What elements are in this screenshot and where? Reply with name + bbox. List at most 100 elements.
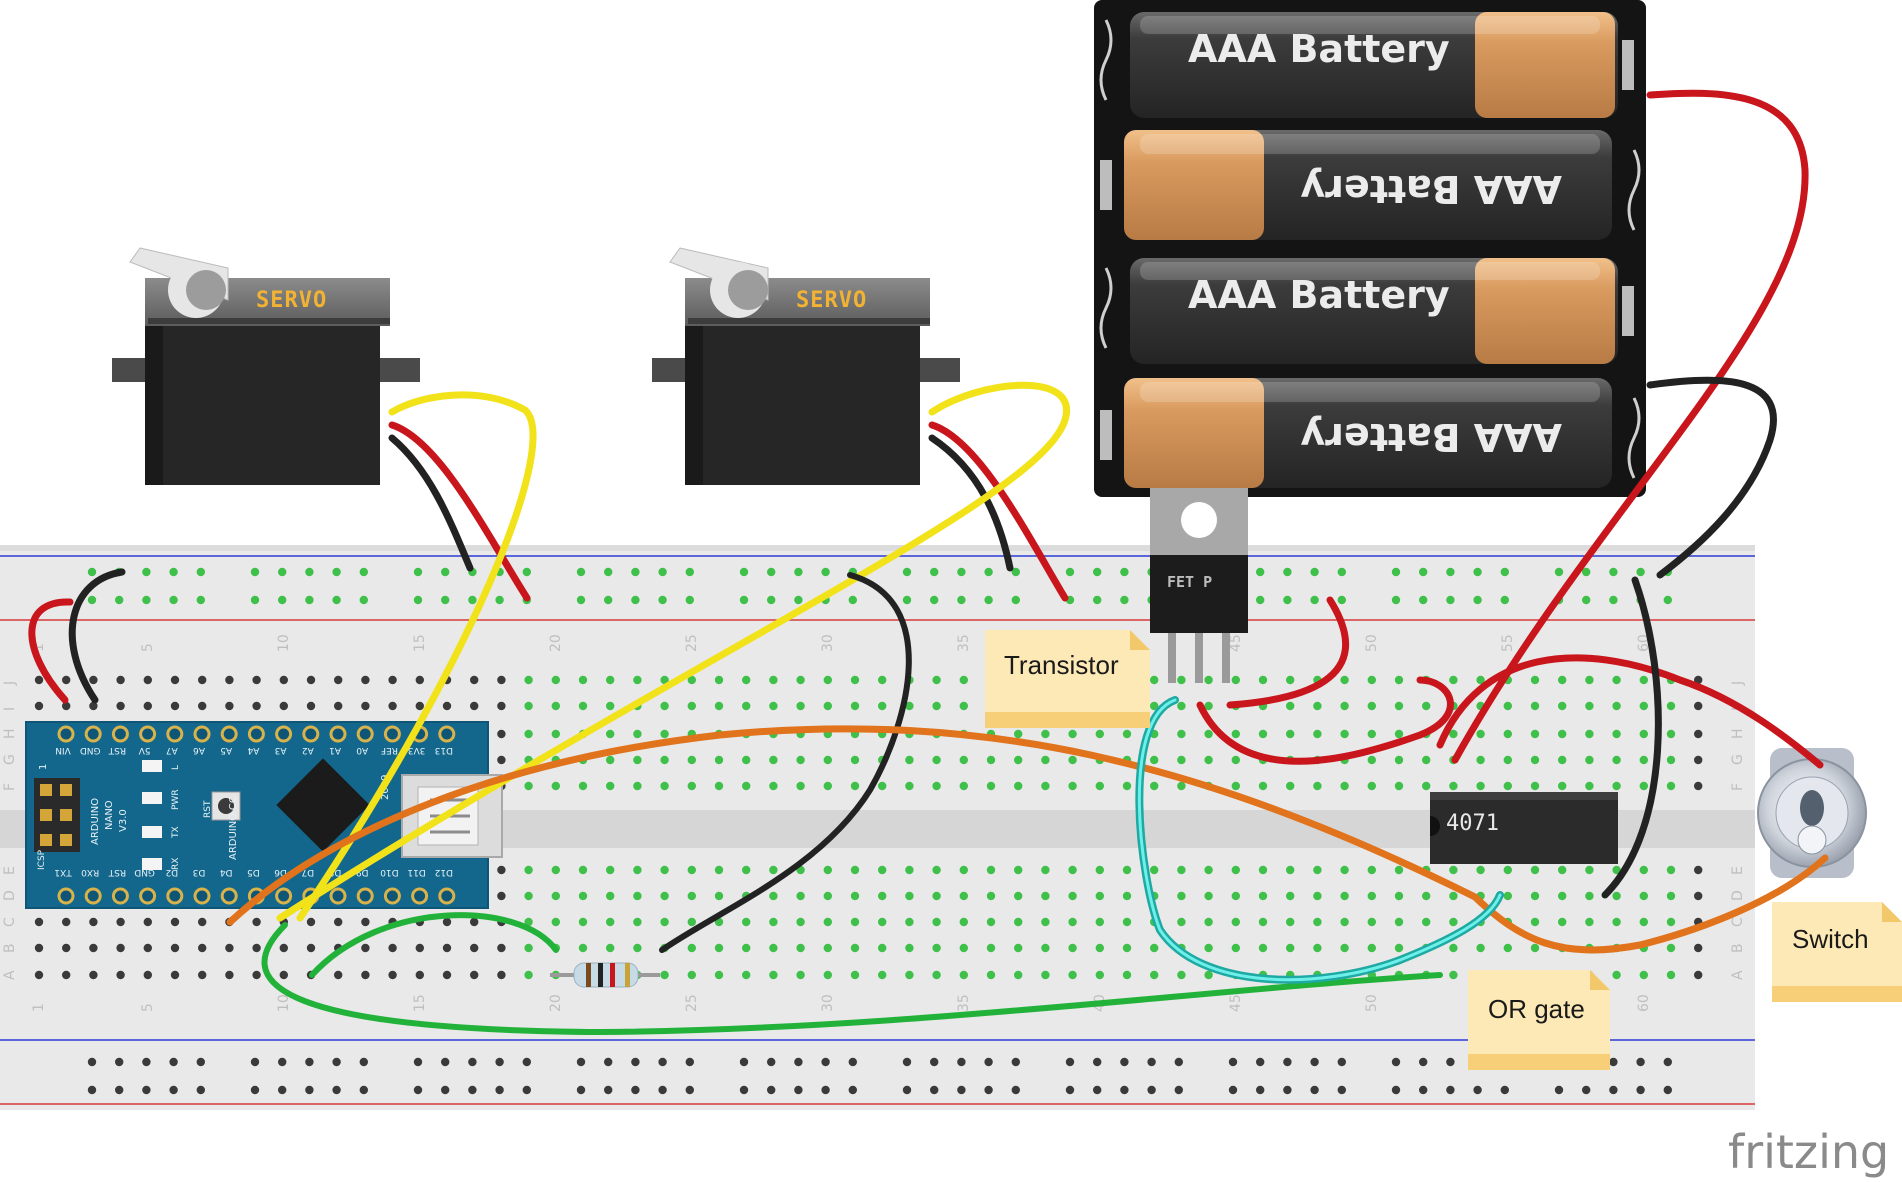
breadboard-hole	[850, 781, 860, 791]
breadboard-hole	[1694, 701, 1703, 711]
breadboard-hole	[1367, 943, 1377, 953]
servo-right: SERVO	[652, 247, 960, 485]
breadboard-hole	[714, 891, 724, 901]
breadboard-hole	[116, 970, 125, 980]
nano-pin	[193, 725, 211, 743]
breadboard-hole	[1612, 729, 1621, 739]
breadboard-hole	[687, 891, 696, 901]
breadboard-hole	[1419, 1057, 1428, 1067]
nano-pin-label: A2	[302, 745, 314, 755]
breadboard-hole	[823, 943, 832, 953]
breadboard-hole	[1666, 781, 1676, 791]
breadboard-hole	[1694, 943, 1703, 953]
breadboard-hole	[1068, 781, 1077, 791]
breadboard-hole	[1120, 1057, 1129, 1067]
breadboard-hole	[1419, 567, 1428, 577]
nano-pin	[329, 887, 347, 905]
breadboard-hole	[932, 675, 941, 685]
column-number-top: 1	[31, 643, 47, 652]
nano-icsp: ICSP	[37, 849, 47, 870]
breadboard-hole	[34, 943, 44, 953]
breadboard-hole	[794, 567, 803, 577]
breadboard-hole	[442, 917, 452, 927]
breadboard-hole	[1609, 1057, 1618, 1067]
breadboard-hole	[142, 1057, 151, 1067]
row-letter: E	[1730, 866, 1746, 875]
breadboard-hole	[1283, 567, 1292, 577]
breadboard-hole	[1340, 943, 1349, 953]
breadboard-hole	[850, 891, 860, 901]
column-number-top: 55	[1500, 634, 1516, 652]
breadboard-hole	[767, 595, 776, 605]
breadboard-hole	[1694, 891, 1703, 901]
breadboard-hole	[1585, 755, 1594, 765]
breadboard-hole	[1095, 891, 1105, 901]
row-letter: F	[1730, 783, 1746, 791]
breadboard-hole	[89, 970, 98, 980]
breadboard-hole	[1014, 865, 1023, 875]
breadboard-hole	[279, 701, 288, 711]
breadboard-hole	[739, 1085, 749, 1095]
breadboard-hole	[633, 781, 642, 791]
breadboard-hole	[1122, 865, 1132, 875]
breadboard-hole	[522, 1057, 531, 1067]
nano-pin	[166, 887, 184, 905]
breadboard-hole	[1068, 943, 1077, 953]
breadboard-hole	[1609, 1085, 1618, 1095]
nano-pin	[84, 725, 102, 743]
breadboard-hole	[170, 917, 180, 927]
breadboard-hole	[415, 675, 424, 685]
breadboard-hole	[169, 567, 178, 577]
breadboard-hole	[1476, 755, 1485, 765]
breadboard-hole	[1095, 970, 1105, 980]
nano-pin	[275, 725, 293, 743]
column-number-top: 20	[548, 634, 564, 652]
breadboard-hole	[769, 755, 778, 765]
breadboard-hole	[1666, 917, 1676, 927]
breadboard-hole	[1639, 917, 1649, 927]
breadboard-hole	[1530, 701, 1540, 711]
breadboard-hole	[1422, 891, 1431, 901]
breadboard-hole	[1500, 595, 1510, 605]
breadboard-hole	[739, 595, 749, 605]
breadboard-hole	[796, 781, 805, 791]
wire-servo-left-black	[388, 434, 474, 572]
breadboard-hole	[769, 970, 778, 980]
breadboard-hole	[524, 891, 533, 901]
breadboard-hole	[578, 917, 588, 927]
breadboard-hole	[1663, 1057, 1673, 1067]
breadboard-hole	[1258, 729, 1268, 739]
breadboard-hole	[660, 729, 669, 739]
breadboard-hole	[1612, 781, 1621, 791]
breadboard-hole	[1340, 865, 1349, 875]
breadboard-hole	[658, 1085, 667, 1095]
nano-pin	[438, 887, 456, 905]
nano-pin-label: A4	[247, 745, 259, 755]
breadboard-hole	[687, 970, 696, 980]
breadboard-hole	[332, 595, 341, 605]
breadboard-hole	[1612, 755, 1621, 765]
column-number-bottom: 20	[548, 994, 564, 1012]
arduino-nano: ARDUINO NANO V3.0 ARDUINO.CC 2009 ICSP 1…	[25, 721, 503, 909]
breadboard-hole	[359, 1085, 368, 1095]
breadboard-hole	[1612, 701, 1621, 711]
breadboard-hole	[1065, 567, 1075, 577]
breadboard-hole	[1122, 917, 1132, 927]
breadboard-hole	[714, 781, 724, 791]
breadboard-hole	[1286, 729, 1295, 739]
row-letter: G	[1730, 754, 1746, 765]
breadboard-hole	[1554, 1085, 1564, 1095]
breadboard-hole	[1449, 943, 1458, 953]
nano-pin	[111, 887, 129, 905]
breadboard-hole	[551, 891, 560, 901]
breadboard-hole	[1422, 917, 1431, 927]
row-letter: H	[1730, 728, 1746, 739]
breadboard-hole	[1476, 781, 1485, 791]
breadboard-hole	[1503, 781, 1513, 791]
breadboard-hole	[497, 755, 506, 765]
breadboard-hole	[1122, 891, 1132, 901]
breadboard-hole	[932, 970, 941, 980]
breadboard-hole	[986, 970, 996, 980]
breadboard-hole	[1014, 729, 1023, 739]
nano-pin-label: GND	[134, 867, 155, 877]
